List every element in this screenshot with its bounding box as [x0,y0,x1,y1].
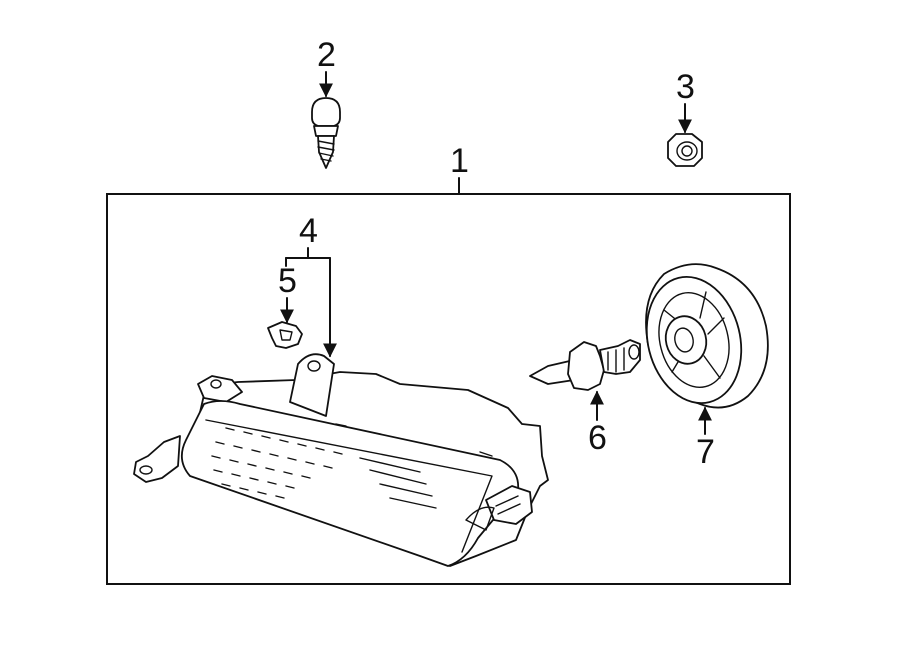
dust-cover-part[interactable]: 7 [634,263,769,471]
screw-head [311,97,341,127]
callout-4-group[interactable]: 4 [285,212,337,358]
callout-6[interactable]: 6 [588,419,607,457]
lens-facets [211,427,437,509]
clip-part[interactable]: 5 [267,262,303,349]
screw-part[interactable]: 2 [311,36,341,169]
left-upper-tab [197,375,243,403]
headlamp-housing[interactable] [133,353,549,567]
callout-1-group[interactable]: 1 [450,142,469,195]
screw-shank [313,125,339,137]
left-mount-tab [133,435,181,483]
callout-5[interactable]: 5 [278,262,297,300]
callout-2[interactable]: 2 [317,36,336,74]
rear-connector [485,485,533,525]
callout-1[interactable]: 1 [450,142,469,180]
bulb-base [567,341,605,391]
top-mount-post [289,353,335,417]
front-lens [180,400,520,567]
callout-7[interactable]: 7 [696,433,715,471]
cover-center-boss [664,315,708,365]
callout-4[interactable]: 4 [299,212,318,250]
clip-body [267,321,303,349]
callout-3[interactable]: 3 [676,68,695,106]
bulb-part[interactable]: 6 [529,339,641,457]
assembly-frame [106,193,791,585]
nut-part[interactable]: 3 [667,68,703,167]
